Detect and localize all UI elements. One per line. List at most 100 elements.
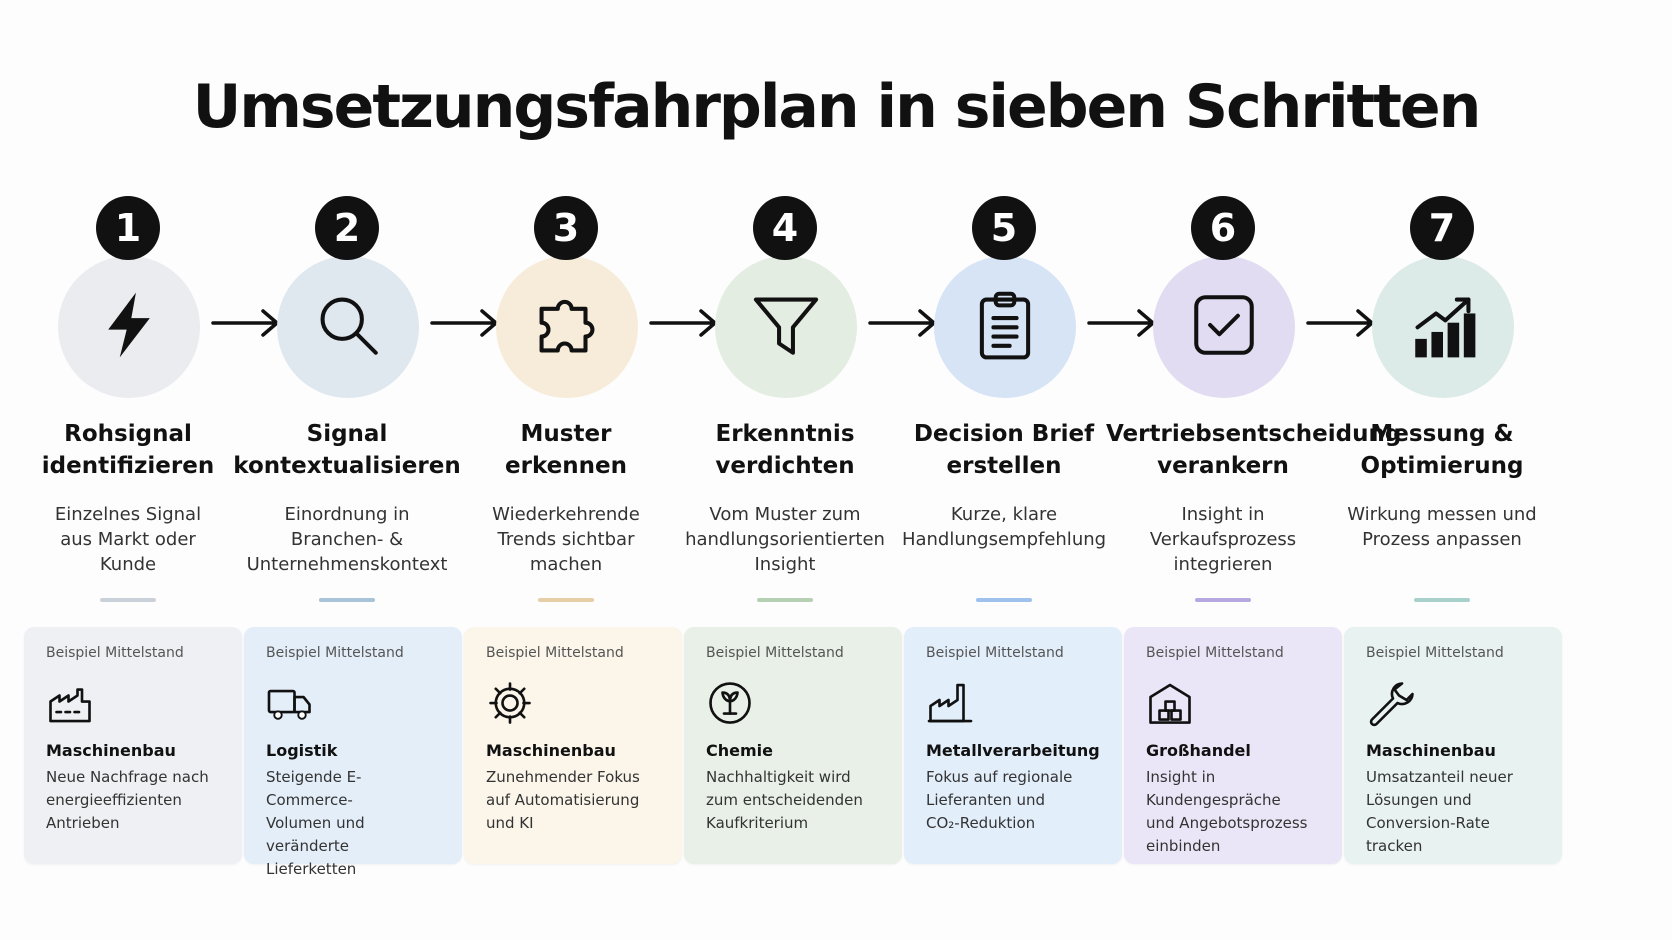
example-card-industry: Chemie: [706, 741, 773, 760]
step-description-line: integrieren: [1173, 554, 1273, 575]
step-title-line: kontextualisieren: [233, 453, 461, 479]
step-title: Signal kontextualisieren: [230, 418, 464, 482]
puzzle-icon: [530, 288, 604, 366]
example-card-text-line: Umsatzanteil neuer: [1366, 768, 1513, 786]
example-card-text-line: Steigende E-Commerce-: [266, 768, 362, 809]
step-title-line: Vertriebsentscheidung: [1106, 421, 1402, 447]
example-card-text-line: Nachhaltigkeit wird: [706, 768, 851, 786]
step-description: Insight in Verkaufsprozess integrieren: [1106, 502, 1340, 577]
step-description-line: Trends sichtbar: [497, 529, 635, 550]
step-description-line: Handlungsempfehlung: [901, 529, 1107, 550]
step-icon-circle: [277, 256, 419, 398]
step-description-line: Unternehmenskontext: [246, 554, 448, 575]
arrow-right-icon: [864, 306, 942, 340]
example-card-industry: Maschinenbau: [1366, 741, 1496, 760]
arrow-right-icon: [1302, 306, 1380, 340]
step-accent-bar: [976, 598, 1032, 602]
step-icon-circle: [1153, 256, 1295, 398]
step-description-line: Wiederkehrende: [492, 504, 640, 525]
example-card-label: Beispiel Mittelstand: [266, 645, 404, 661]
example-card-industry: Maschinenbau: [46, 741, 176, 760]
arrow-right-icon: [207, 306, 285, 340]
step-description-line: Einordnung in: [284, 504, 410, 525]
step-number-badge: 6: [1191, 196, 1255, 260]
checkbox-icon: [1187, 288, 1261, 366]
step-title: Erkenntnis verdichten: [668, 418, 902, 482]
example-card-text-line: einbinden: [1146, 837, 1221, 855]
step-title-line: Signal: [306, 421, 388, 447]
step-accent-bar: [538, 598, 594, 602]
step-title-line: verdichten: [715, 453, 855, 479]
gear-icon: [486, 679, 660, 729]
step-title-line: Muster: [520, 421, 612, 447]
step-icon-circle: [1372, 256, 1514, 398]
step-description-line: Insight in Verkaufsprozess: [1149, 504, 1297, 550]
step-description-line: Insight: [754, 554, 816, 575]
example-card-label: Beispiel Mittelstand: [486, 645, 624, 661]
step-number-badge: 7: [1410, 196, 1474, 260]
lightning-icon: [92, 288, 166, 366]
leaf-icon: [706, 679, 880, 729]
step-accent-bar: [757, 598, 813, 602]
step-number-badge: 5: [972, 196, 1036, 260]
clipboard-icon: [968, 288, 1042, 366]
example-card-label: Beispiel Mittelstand: [926, 645, 1064, 661]
growth-chart-icon: [1406, 288, 1480, 366]
step-title-line: Messung &: [1370, 421, 1514, 447]
example-card-text-line: Fokus auf regionale: [926, 768, 1073, 786]
step-description-line: Vom Muster zum: [709, 504, 861, 525]
example-card-text-line: Lieferketten: [266, 860, 357, 878]
step-icon-circle: [496, 256, 638, 398]
example-card-label: Beispiel Mittelstand: [706, 645, 844, 661]
example-card-text-line: und Angebotsprozess: [1146, 814, 1308, 832]
example-card-text-line: tracken: [1366, 837, 1423, 855]
step-title-line: Erkenntnis: [715, 421, 855, 447]
example-card-label: Beispiel Mittelstand: [1146, 645, 1284, 661]
step-description-line: Kurze, klare: [950, 504, 1058, 525]
step-description-line: aus Markt oder: [60, 529, 196, 550]
step-description-line: Einzelnes Signal: [54, 504, 202, 525]
example-card-text-line: Kaufkriterium: [706, 814, 809, 832]
step-number-badge: 4: [753, 196, 817, 260]
example-card-label: Beispiel Mittelstand: [46, 645, 184, 661]
step-description-line: Prozess anpassen: [1362, 529, 1522, 550]
step-number-badge: 2: [315, 196, 379, 260]
example-card-text-line: Lieferanten und: [926, 791, 1046, 809]
warehouse-icon: [1146, 679, 1320, 729]
example-card-industry: Metallverarbeitung: [926, 741, 1100, 760]
search-icon: [311, 288, 385, 366]
step-accent-bar: [1414, 598, 1470, 602]
example-card-text-line: Lösungen und: [1366, 791, 1472, 809]
example-card-industry: Großhandel: [1146, 741, 1251, 760]
step-title-line: erkennen: [505, 453, 627, 479]
step-description-line: Kunde: [99, 554, 157, 575]
step-icon-circle: [715, 256, 857, 398]
truck-icon: [266, 679, 440, 729]
step-number-badge: 3: [534, 196, 598, 260]
step-title-line: erstellen: [946, 453, 1062, 479]
arrow-right-icon: [1083, 306, 1161, 340]
step-title-line: identifizieren: [41, 453, 215, 479]
wrench-icon: [1366, 679, 1540, 729]
step-description-line: Wirkung messen und: [1347, 504, 1537, 525]
example-card-text-line: zum entscheidenden: [706, 791, 863, 809]
step-accent-bar: [319, 598, 375, 602]
